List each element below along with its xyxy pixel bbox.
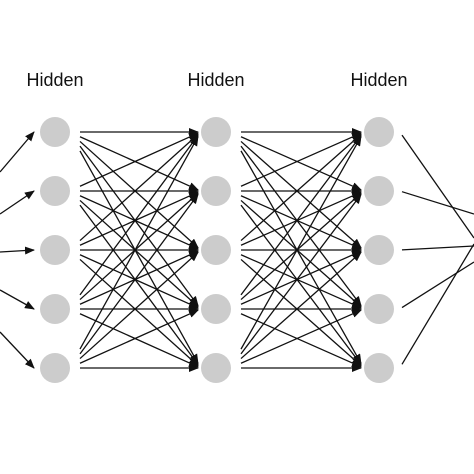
connection-edge — [240, 133, 362, 242]
neuron-node — [40, 176, 70, 206]
connection-edge — [240, 191, 362, 246]
layer-label-hidden-2: Hidden — [187, 70, 245, 90]
neuron-node — [201, 235, 231, 265]
connection-edge — [240, 258, 362, 367]
neuron-node — [201, 176, 231, 206]
neuron-node — [364, 353, 394, 383]
connection-edge — [79, 133, 199, 242]
connection-edge — [79, 313, 199, 368]
connection-edge — [79, 135, 199, 350]
layer-label-hidden-1: Hidden — [26, 70, 84, 90]
output-edge — [401, 134, 474, 239]
input-edge — [0, 246, 35, 255]
connection-edge — [240, 254, 362, 309]
connection-edge — [240, 140, 362, 249]
neuron-node — [364, 117, 394, 147]
neuron-node — [40, 117, 70, 147]
neuron-node — [201, 294, 231, 324]
connection-edge — [240, 251, 362, 360]
connection-edge — [79, 251, 199, 360]
connection-edge — [240, 250, 362, 305]
connection-edge — [240, 195, 362, 250]
connection-edge — [79, 204, 199, 366]
output-edge — [401, 243, 474, 365]
neuron-node — [201, 117, 231, 147]
connection-edge — [240, 192, 362, 301]
neuron-node — [40, 235, 70, 265]
connection-edge — [240, 199, 362, 308]
connection-edge — [240, 135, 362, 350]
connection-edge — [240, 132, 362, 187]
neuron-node — [364, 235, 394, 265]
connection-edge — [240, 193, 362, 355]
input-edge — [0, 131, 35, 173]
connection-edge — [79, 191, 199, 246]
connection-edge — [79, 192, 199, 301]
connection-edge — [79, 309, 199, 364]
connection-edge — [240, 309, 362, 364]
connection-edge — [240, 145, 362, 307]
connection-edge — [79, 254, 199, 309]
connection-edge — [79, 140, 199, 249]
input-edge — [0, 331, 35, 369]
connection-edge — [79, 199, 199, 308]
neuron-node — [364, 294, 394, 324]
connection-edge — [79, 258, 199, 367]
connection-edge — [240, 204, 362, 366]
connection-edge — [240, 313, 362, 368]
input-edge — [0, 190, 35, 215]
connection-edge — [240, 136, 362, 191]
neuron-node — [40, 353, 70, 383]
connection-edge — [79, 145, 199, 307]
connection-edge — [79, 250, 199, 305]
edges-group — [0, 128, 474, 372]
connection-edge — [79, 132, 199, 187]
output-edge — [401, 245, 474, 251]
output-edge — [401, 191, 474, 215]
connection-edge — [240, 134, 362, 296]
connection-edge — [79, 193, 199, 355]
neuron-node — [364, 176, 394, 206]
layer-label-hidden-3: Hidden — [350, 70, 408, 90]
output-edge — [401, 261, 474, 309]
input-edge — [0, 289, 35, 310]
nodes-group — [40, 117, 394, 383]
connection-edge — [79, 195, 199, 250]
connection-edge — [240, 150, 362, 365]
connection-edge — [79, 150, 199, 365]
neuron-node — [201, 353, 231, 383]
neuron-node — [40, 294, 70, 324]
connection-edge — [79, 136, 199, 191]
connection-edge — [79, 134, 199, 296]
